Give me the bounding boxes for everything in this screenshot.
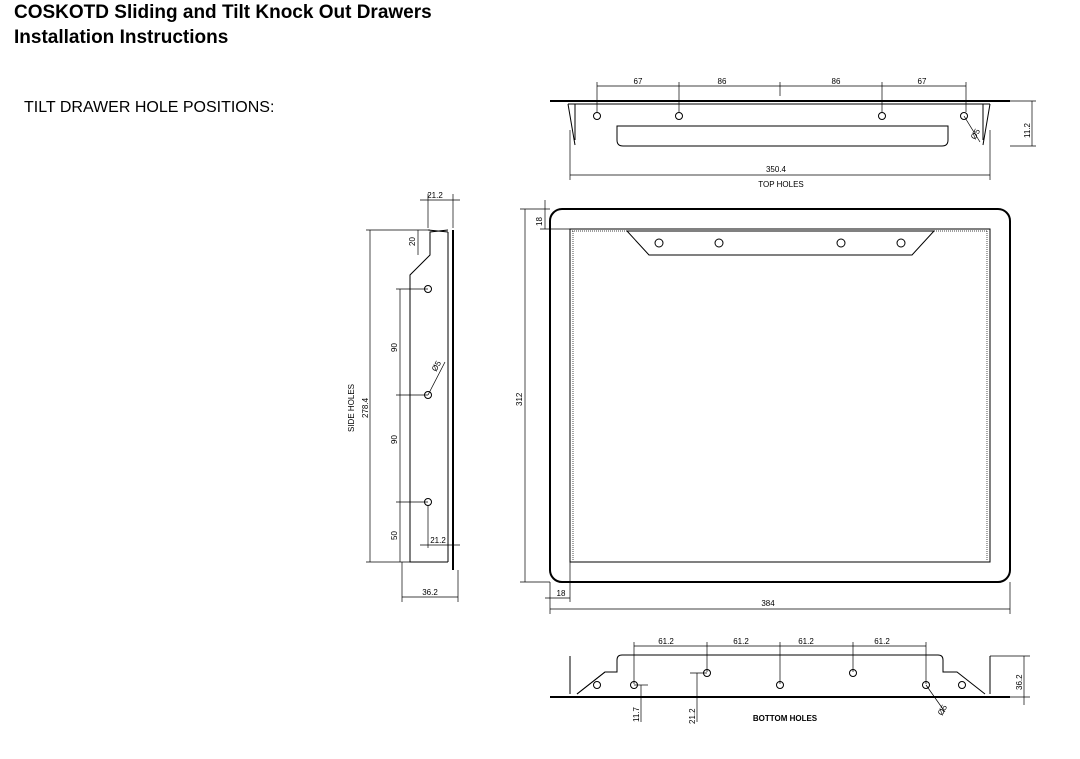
side-overall-width: 36.2: [422, 588, 438, 597]
bottom-dim-3: 61.2: [798, 637, 814, 646]
top-view: 67 86 86 67 Ø5 11.2: [550, 77, 1036, 189]
front-view: 18 312 18 384: [515, 200, 1011, 614]
bottom-view: 61.2 61.2 61.2 61.2 Ø5 11.7 21.2 36.2 BO…: [550, 637, 1030, 724]
bottom-dim-2: 61.2: [733, 637, 749, 646]
top-profile: Ø5: [550, 100, 1010, 147]
top-hole-1: [593, 112, 601, 120]
top-hole-2: [675, 112, 683, 120]
side-holes-label: SIDE HOLES: [347, 384, 356, 432]
front-flange-top: 18: [535, 217, 544, 226]
bottom-offset-b: 21.2: [688, 708, 697, 724]
side-overall-height: 278.4: [361, 397, 370, 418]
side-top-offset: 20: [408, 237, 417, 246]
side-hole-dia: Ø5: [430, 359, 443, 373]
page-title: COSKOTD Sliding and Tilt Knock Out Drawe…: [14, 0, 432, 50]
side-spacing-lower: 90: [390, 435, 399, 444]
top-dim-2: 86: [718, 77, 727, 86]
top-dim-3: 86: [832, 77, 841, 86]
top-overall-dim: 350.4 TOP HOLES: [569, 130, 991, 189]
bottom-height: 36.2: [1015, 674, 1024, 690]
side-spacing-upper: 90: [390, 343, 399, 352]
side-top-width: 21.2: [427, 191, 443, 200]
bottom-hole-4: [776, 681, 784, 689]
front-height: 312: [515, 392, 524, 406]
front-hole-2: [714, 238, 724, 248]
title-line-2: Installation Instructions: [14, 27, 229, 48]
top-hole-3: [878, 112, 886, 120]
top-height-dim: 11.2: [1010, 100, 1036, 147]
bottom-hole-6: [922, 681, 930, 689]
section-label: TILT DRAWER HOLE POSITIONS:: [24, 99, 275, 116]
bottom-holes-label: BOTTOM HOLES: [753, 714, 818, 723]
bottom-hole-7: [958, 681, 966, 689]
top-hole-dia: Ø5: [969, 127, 982, 141]
top-overall-width: 350.4: [766, 165, 787, 174]
bottom-dim-1: 61.2: [658, 637, 674, 646]
side-bottom-width: 21.2: [430, 536, 446, 545]
front-hole-4: [896, 238, 906, 248]
front-hole-3: [836, 238, 846, 248]
top-dimension-chain: 67 86 86 67: [596, 77, 967, 112]
front-flange-left: 18: [557, 589, 566, 598]
top-dim-1: 67: [634, 77, 643, 86]
top-hole-4: [960, 112, 968, 120]
front-width: 384: [761, 599, 775, 608]
bottom-hole-dia: Ø5: [936, 703, 949, 717]
top-height-value: 11.2: [1023, 122, 1032, 138]
title-line-1: COSKOTD Sliding and Tilt Knock Out Drawe…: [14, 2, 432, 23]
side-view: 21.2 Ø5 90 90 50 20 SIDE HOLES 278.4 21.…: [347, 191, 460, 602]
top-dim-4: 67: [918, 77, 927, 86]
bottom-dim-4: 61.2: [874, 637, 890, 646]
bottom-hole-5: [849, 669, 857, 677]
bottom-offset-a: 11.7: [632, 706, 641, 722]
top-holes-label: TOP HOLES: [758, 180, 804, 189]
side-bottom-offset: 50: [390, 531, 399, 540]
front-hole-1: [654, 238, 664, 248]
bottom-hole-1: [593, 681, 601, 689]
